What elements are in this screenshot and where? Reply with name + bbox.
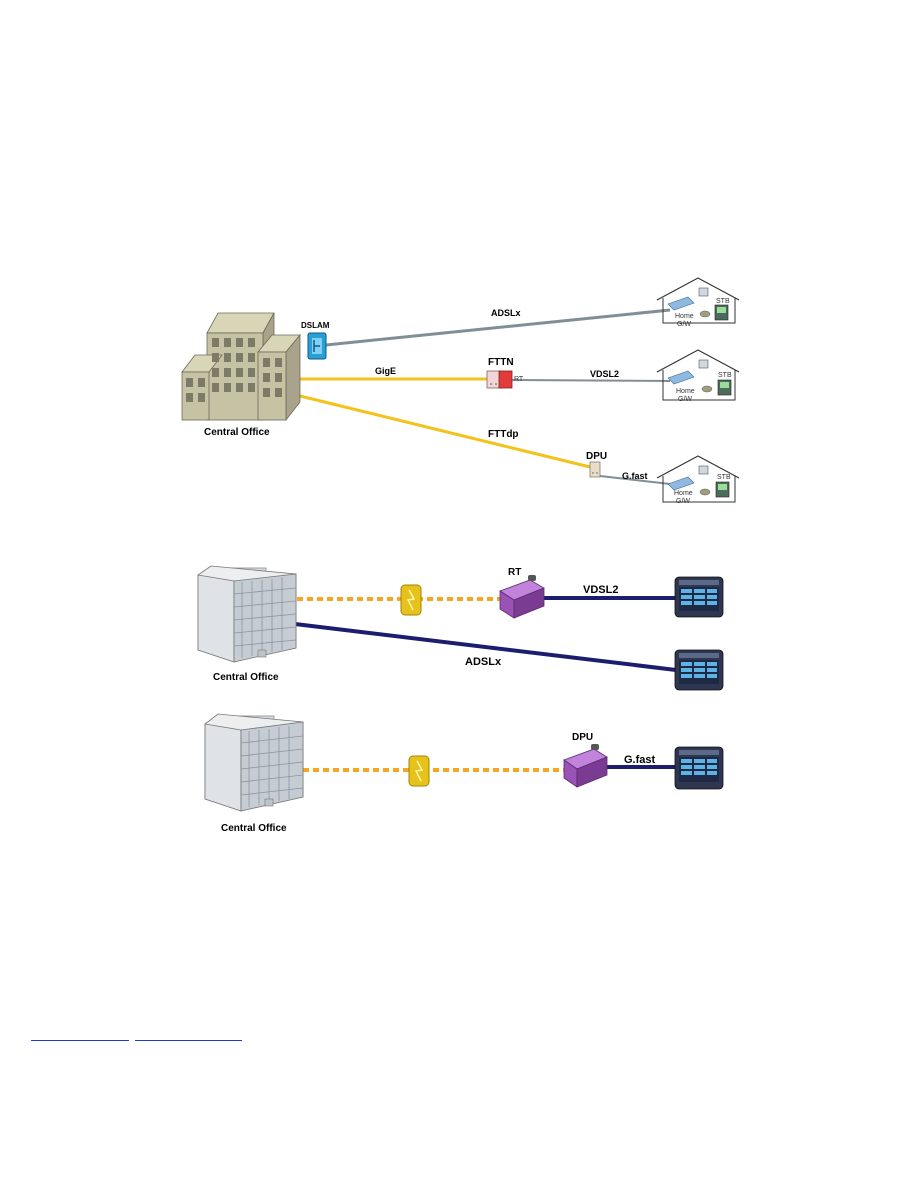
dpu-cabinet-bottom [563,744,608,788]
dslam-icon [307,332,327,360]
fiber-splitter-cabinet-mid [400,584,422,616]
central-office-building-mid [197,565,297,663]
footer-link-2[interactable] [135,1028,242,1041]
home-3-gw-line1: Home [674,490,693,497]
test-set-device-1 [674,576,724,618]
home-1-gw-line1: Home [675,313,694,320]
fttdp-label: FTTdp [488,429,519,440]
test-set-device-2 [674,649,724,691]
rt-cabinet-mid [499,575,545,619]
central-office-building-bottom [204,713,304,812]
footer-link-1[interactable] [31,1028,129,1041]
gfast-label-bottom: G.fast [624,754,656,766]
fiber-splitter-cabinet-bottom [408,755,430,787]
home-2-gw-line2: G/W [678,396,692,403]
home-house-3: STB Home G/W [656,455,740,505]
adslx-label: ADSLx [491,308,521,318]
vdsl2-label: VDSL2 [590,369,619,379]
vdsl2-link [511,379,671,382]
dslam-label: DSLAM [301,321,330,330]
bottom-diagram: Central Office DPU G.fast [204,713,724,834]
central-office-label-mid: Central Office [213,672,279,683]
dpu-box [589,461,601,478]
rt-label-top: RT [514,376,524,383]
middle-diagram: Central Office RT VDSL2 ADSLx [197,565,724,691]
gfast-label-top: G.fast [622,471,648,481]
rt-label-mid: RT [508,567,521,578]
test-set-device-3 [674,746,724,790]
gige-label: GigE [375,366,396,376]
dpu-label-bottom: DPU [572,732,593,743]
central-office-label-top: Central Office [204,427,270,438]
home-1-stb-label: STB [716,298,730,305]
adslx-link [325,308,671,347]
fttn-rt-cabinet [486,370,513,389]
home-2-gw-line1: Home [676,388,695,395]
adslx-label-mid: ADSLx [465,656,502,668]
home-2-stb-label: STB [718,372,732,379]
gfast-link [599,475,671,485]
top-diagram: Central Office DSLAM FTTN RT DPU ADSLx G… [181,277,740,505]
dpu-label-top: DPU [586,451,607,462]
fttdp-link [299,394,591,469]
home-1-gw-line2: G/W [677,321,691,328]
mid-adslx-link [294,622,677,672]
central-office-building [181,312,301,422]
home-house-2: STB Home G/W [656,349,740,403]
fttn-label: FTTN [488,357,514,368]
home-3-gw-line2: G/W [676,498,690,505]
home-3-stb-label: STB [717,474,731,481]
central-office-label-bottom: Central Office [221,823,287,834]
vdsl2-label-mid: VDSL2 [583,584,618,596]
home-house-1: STB Home G/W [656,277,740,328]
